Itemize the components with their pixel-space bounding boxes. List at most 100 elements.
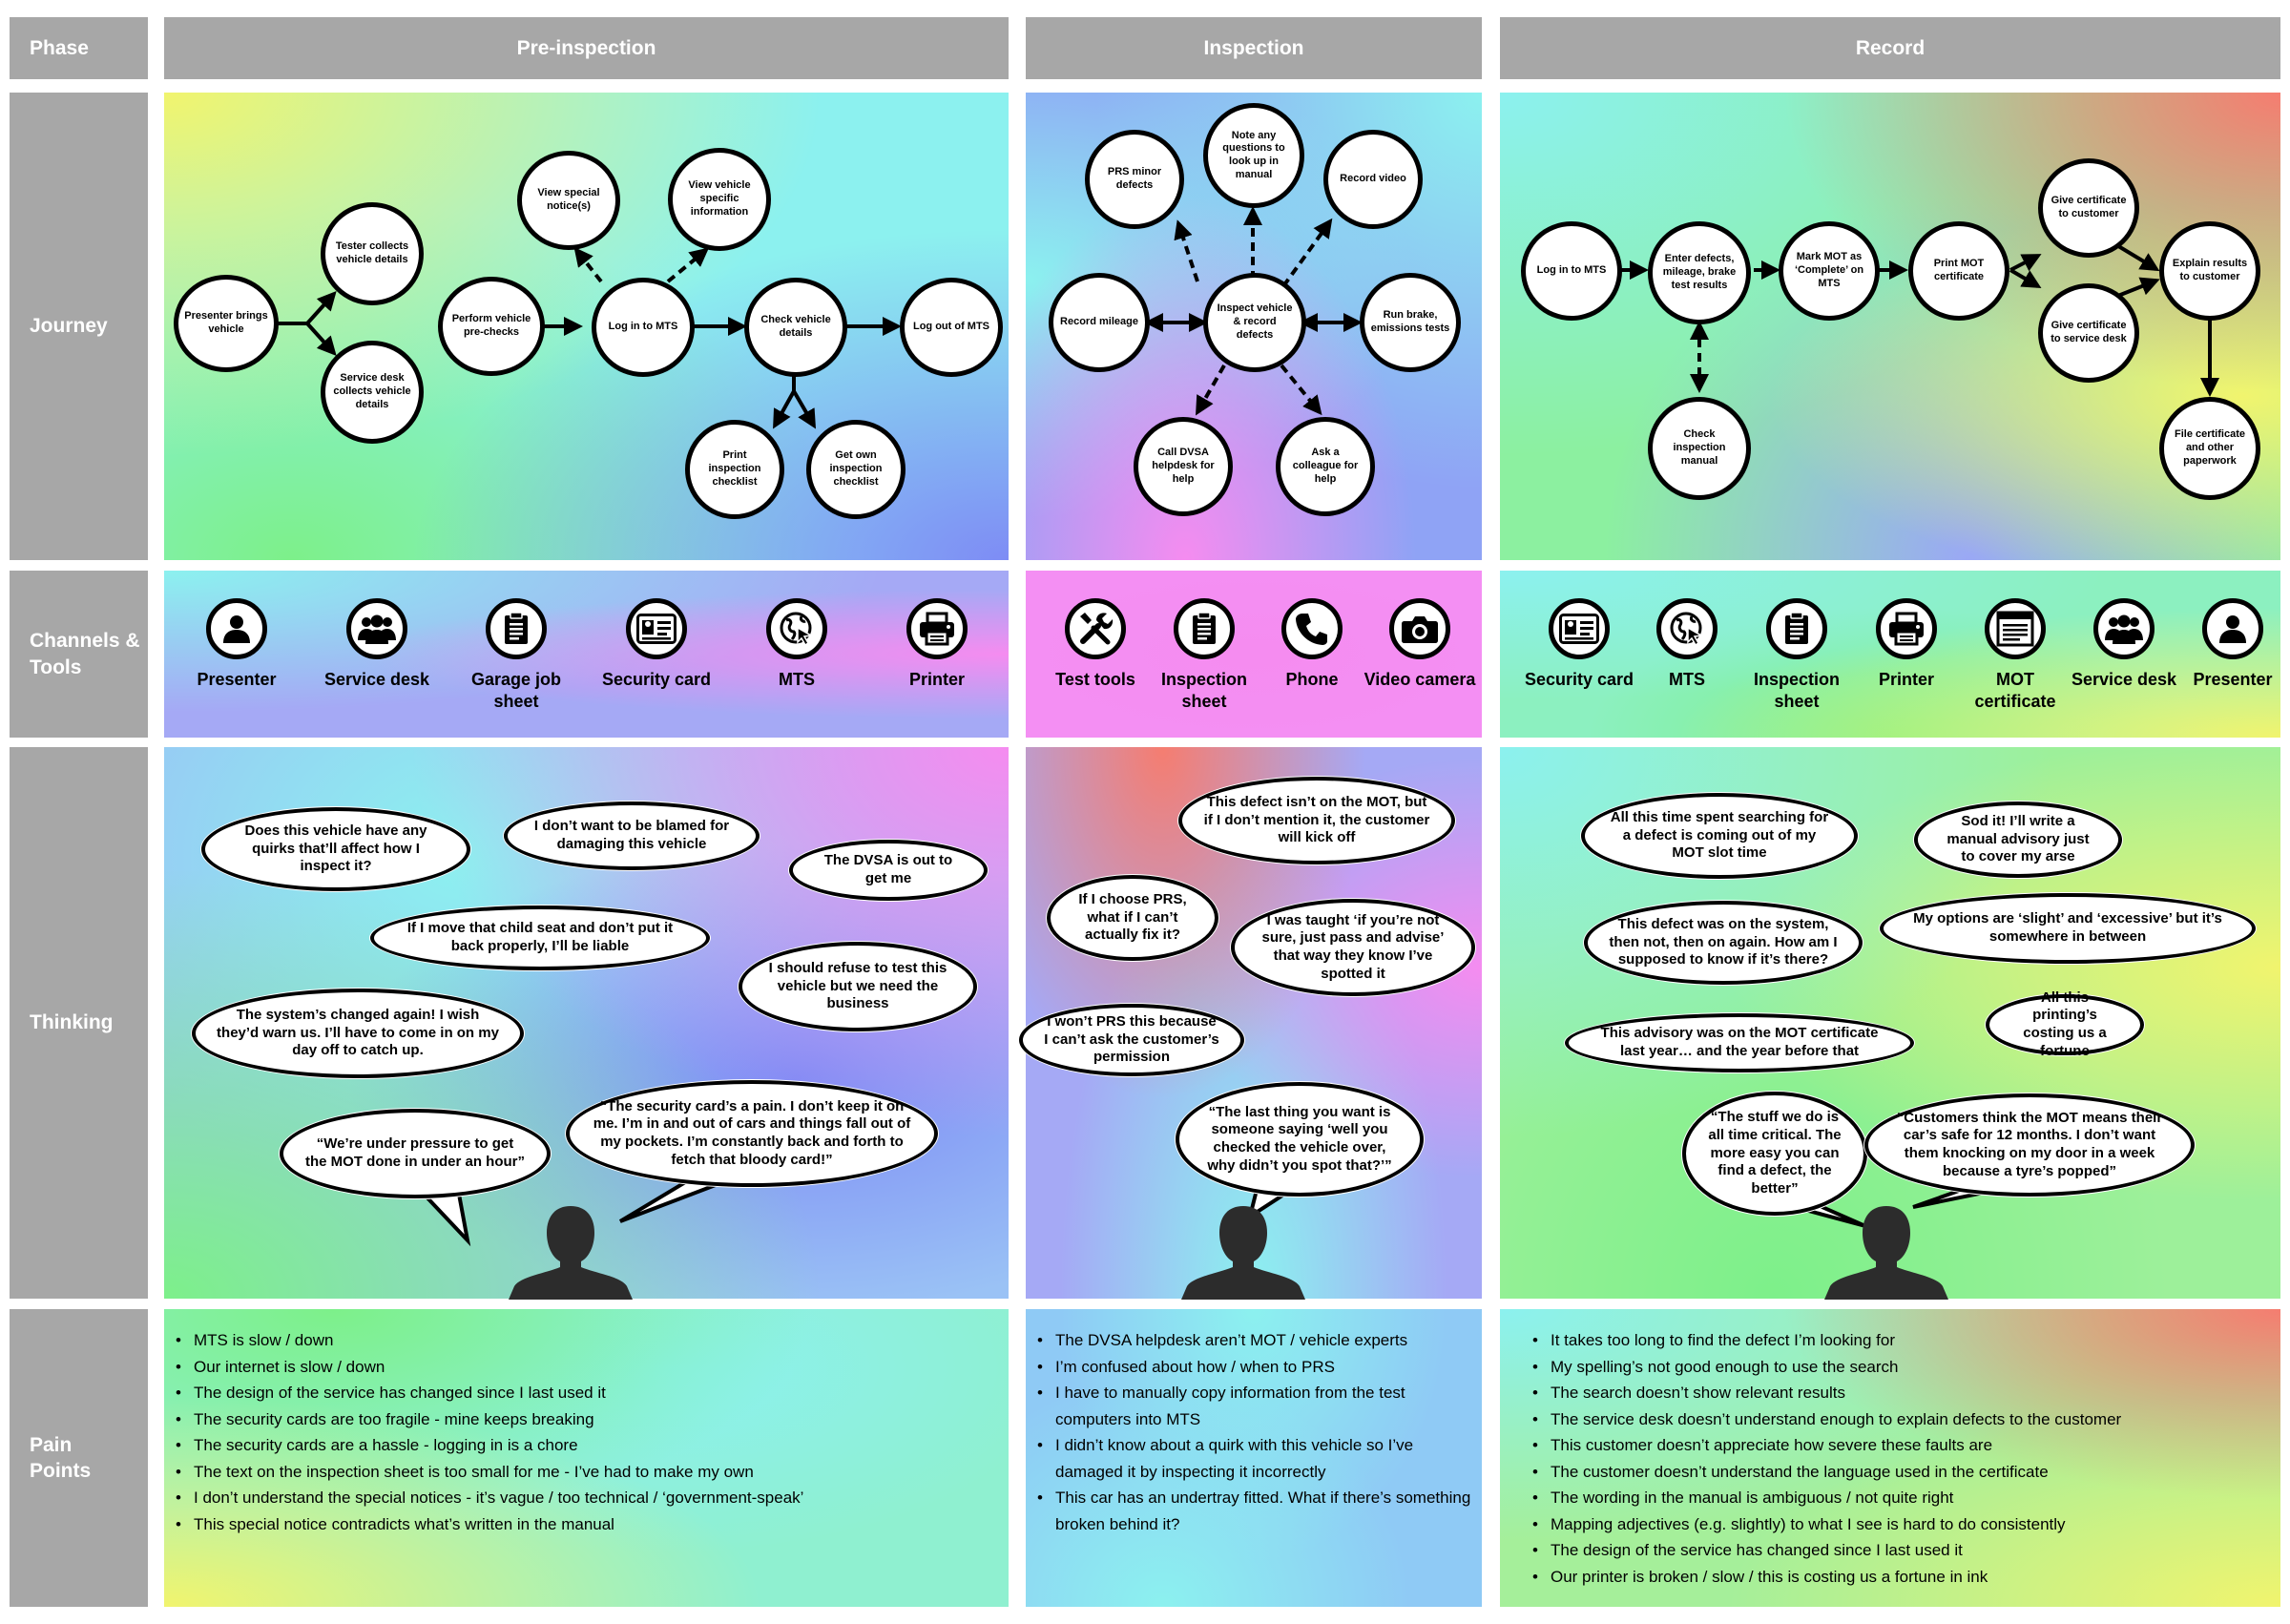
channel-presenter: Presenter [175,598,299,691]
channel-printer: Printer [875,598,999,691]
pain-point-item: I’m confused about how / when to PRS [1033,1354,1477,1381]
pain-points-pre-list: MTS is slow / downOur internet is slow /… [172,1327,1002,1537]
node-service-desk-collects: Service desk collects vehicle details [321,341,424,444]
pain-point-item: This customer doesn’t appreciate how sev… [1529,1432,2278,1459]
channels-pre-panel [164,571,1009,738]
channel-label: Presenter [197,670,277,689]
channel-label: MTS [779,670,815,689]
channel-label: Security card [601,670,712,689]
node-print-mot-certificate: Print MOT certificate [1908,221,2009,321]
node-text: Print inspection checklist [708,449,761,488]
node-text: Log out of MTS [912,321,990,333]
group-icon [2093,598,2155,659]
bubble-text: This defect was on the system, then not,… [1584,901,1863,985]
group-icon [346,598,407,659]
printer-icon [906,598,968,659]
row-label-thinking: Thinking [10,747,148,1299]
node-text: Record video [1340,173,1406,185]
bubble-text: This advisory was on the MOT certificate… [1565,1013,1914,1072]
node-text: View special notice(s) [537,187,600,212]
pain-point-item: This special notice contradicts what’s w… [172,1511,1002,1538]
pain-point-item: The DVSA helpdesk aren’t MOT / vehicle e… [1033,1327,1477,1354]
clipboard-icon [1766,598,1827,659]
node-call-dvsa-helpdesk: Call DVSA helpdesk for help [1134,417,1233,516]
channel-phone: Phone [1250,598,1374,691]
node-text: Ask a colleague for help [1292,447,1359,485]
phase-record: Record [1500,17,2280,79]
node-get-own-checklist: Get own inspection checklist [806,420,906,519]
globe-cursor-icon [1656,598,1718,659]
pain-point-item: I didn’t know about a quirk with this ve… [1033,1432,1477,1485]
person-silhouette-icon [1181,1206,1305,1300]
node-file-certificate: File certificate and other paperwork [2159,397,2260,500]
pain-point-item: Our internet is slow / down [172,1354,1002,1381]
channel-label: Presenter [2193,670,2273,689]
node-text: Tester collects vehicle details [335,240,409,265]
clipboard-icon [1174,598,1235,659]
channel-test-tools: Test tools [1033,598,1157,691]
pain-point-item: The security cards are too fragile - min… [172,1406,1002,1433]
node-check-inspection-manual: Check inspection manual [1648,397,1751,500]
bubble-text: All this printing’s costing us a fortune [1986,989,2144,1059]
node-text: Mark MOT as ‘Complete’ on MTS [1794,251,1864,289]
node-mark-mot-complete: Mark MOT as ‘Complete’ on MTS [1779,221,1880,321]
pain-point-item: The text on the inspection sheet is too … [172,1459,1002,1486]
node-text: Call DVSA helpdesk for help [1152,447,1215,485]
node-ask-colleague: Ask a colleague for help [1276,417,1375,516]
node-rec-login-mts: Log in to MTS [1521,221,1622,321]
node-presenter-brings-vehicle: Presenter brings vehicle [174,275,279,372]
id-card-icon [1549,598,1610,659]
person-silhouette-icon [509,1206,633,1300]
phone-icon [1281,598,1343,659]
channel-mts: MTS [1625,598,1749,691]
node-text: Log in to MTS [608,321,678,333]
pain-point-item: The search doesn’t show relevant results [1529,1380,2278,1406]
bubble-text: I should refuse to test this vehicle but… [739,942,977,1031]
channel-label: Printer [908,670,966,689]
bubble-text: Sod it! I’ll write a manual advisory jus… [1914,802,2122,878]
tools-icon [1065,598,1126,659]
node-text: File certificate and other paperwork [2175,428,2245,467]
node-text: Inspect vehicle & record defects [1217,302,1293,341]
node-pre-logout-mts: Log out of MTS [900,278,1003,377]
node-enter-defects: Enter defects, mileage, brake test resul… [1648,221,1751,324]
camera-icon [1389,598,1450,659]
bubble-text: “The last thing you want is someone sayi… [1176,1082,1424,1197]
channel-label: Service desk [2071,670,2177,689]
channel-garage-job-sheet: Garage job sheet [454,598,578,712]
node-record-mileage: Record mileage [1049,273,1150,372]
bubble-text: If I move that child seat and don’t put … [370,906,710,970]
channel-service-desk: Service desk [2062,598,2186,691]
bubble-text: My options are ‘slight’ and ‘excessive’ … [1880,893,2256,964]
node-text: Print MOT certificate [1933,258,1985,282]
clipboard-icon [486,598,547,659]
channel-label: Test tools [1055,670,1135,689]
bubble-text: “The security card’s a pain. I don’t kee… [566,1080,938,1187]
node-inspect-vehicle: Inspect vehicle & record defects [1203,273,1306,372]
bubble-text: The DVSA is out to get me [789,840,988,901]
row-label-pain-points: Pain Points [10,1309,148,1607]
id-card-icon [626,598,687,659]
node-note-questions: Note any questions to look up in manual [1203,103,1304,208]
channel-mot-certificate: MOT certificate [1953,598,2077,712]
pain-point-item: It takes too long to find the defect I’m… [1529,1327,2278,1354]
node-text: Run brake, emissions tests [1370,309,1450,334]
channel-printer: Printer [1844,598,1968,691]
channel-label: Service desk [323,670,430,689]
node-text: Check inspection manual [1673,428,1726,467]
bubble-text: This defect isn’t on the MOT, but if I d… [1178,777,1455,864]
node-text: Enter defects, mileage, brake test resul… [1662,253,1737,291]
pain-point-item: My spelling’s not good enough to use the… [1529,1354,2278,1381]
row-label-channels: Channels & Tools [10,571,148,738]
channel-label: MOT certificate [1974,670,2056,711]
node-prs-minor-defects: PRS minor defects [1085,130,1184,229]
channel-label: Printer [1878,670,1935,689]
channels-rec-panel [1500,571,2280,738]
node-text: Record mileage [1060,316,1138,328]
pain-point-item: Our printer is broken / slow / this is c… [1529,1564,2278,1591]
phase-inspection: Inspection [1026,17,1482,79]
pain-point-item: The wording in the manual is ambiguous /… [1529,1485,2278,1511]
person-silhouette-icon [1824,1206,1948,1300]
node-give-cert-service-desk: Give certificate to service desk [2038,283,2139,383]
certificate-icon [1985,598,2046,659]
